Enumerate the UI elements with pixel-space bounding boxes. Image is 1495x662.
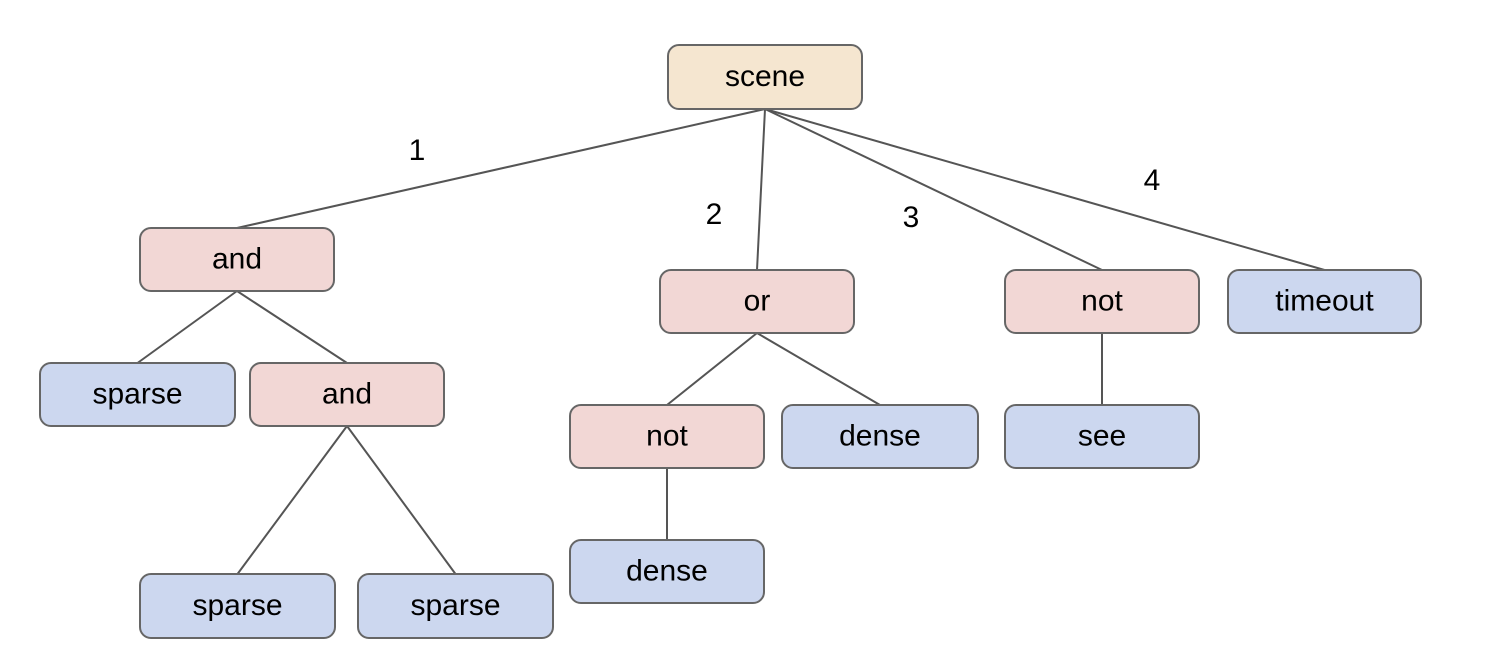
tree-edge-and2-to-sparse3	[346, 425, 457, 575]
node-box-timeout1[interactable]	[1227, 269, 1422, 334]
node-box-dense2[interactable]	[569, 539, 765, 604]
edge-label-4: 4	[1144, 164, 1161, 197]
node-box-sparse1[interactable]	[39, 362, 236, 427]
node-box-sparse3[interactable]	[357, 573, 554, 639]
tree-edge-and2-to-sparse2	[236, 425, 348, 575]
node-box-sparse2[interactable]	[139, 573, 336, 639]
edge-label-2: 2	[706, 198, 723, 231]
tree-edge-scene-to-and1	[236, 108, 766, 229]
tree-node-not2[interactable]: not	[1004, 269, 1200, 334]
tree-node-sparse2[interactable]: sparse	[139, 573, 336, 639]
node-box-see1[interactable]	[1004, 404, 1200, 469]
tree-edge-or1-to-not1	[666, 332, 758, 406]
node-box-not2[interactable]	[1004, 269, 1200, 334]
edge-label-1: 1	[409, 134, 426, 167]
tree-node-and2[interactable]: and	[249, 362, 445, 427]
tree-node-and1[interactable]: and	[139, 227, 335, 292]
edges-layer	[136, 108, 1326, 575]
edge-label-3: 3	[903, 201, 920, 234]
tree-edge-or1-to-dense1	[756, 332, 881, 406]
tree-node-sparse1[interactable]: sparse	[39, 362, 236, 427]
tree-node-sparse3[interactable]: sparse	[357, 573, 554, 639]
node-box-or1[interactable]	[659, 269, 855, 334]
tree-node-dense1[interactable]: dense	[781, 404, 979, 469]
tree-node-see1[interactable]: see	[1004, 404, 1200, 469]
tree-edge-scene-to-not2	[764, 108, 1103, 271]
node-box-and2[interactable]	[249, 362, 445, 427]
tree-edge-and1-to-and2	[236, 290, 348, 364]
tree-edge-scene-to-timeout1	[764, 108, 1326, 271]
node-box-scene[interactable]	[667, 44, 863, 110]
edge-labels-layer: 1 2 3 4	[409, 134, 1161, 234]
tree-edge-scene-to-or1	[756, 108, 766, 271]
tree-node-timeout1[interactable]: timeout	[1227, 269, 1422, 334]
node-box-and1[interactable]	[139, 227, 335, 292]
tree-node-dense2[interactable]: dense	[569, 539, 765, 604]
node-box-dense1[interactable]	[781, 404, 979, 469]
tree-edge-and1-to-sparse1	[136, 290, 238, 364]
node-box-not1[interactable]	[569, 404, 765, 469]
tree-node-not1[interactable]: not	[569, 404, 765, 469]
tree-node-scene[interactable]: scene	[667, 44, 863, 110]
tree-node-or1[interactable]: or	[659, 269, 855, 334]
